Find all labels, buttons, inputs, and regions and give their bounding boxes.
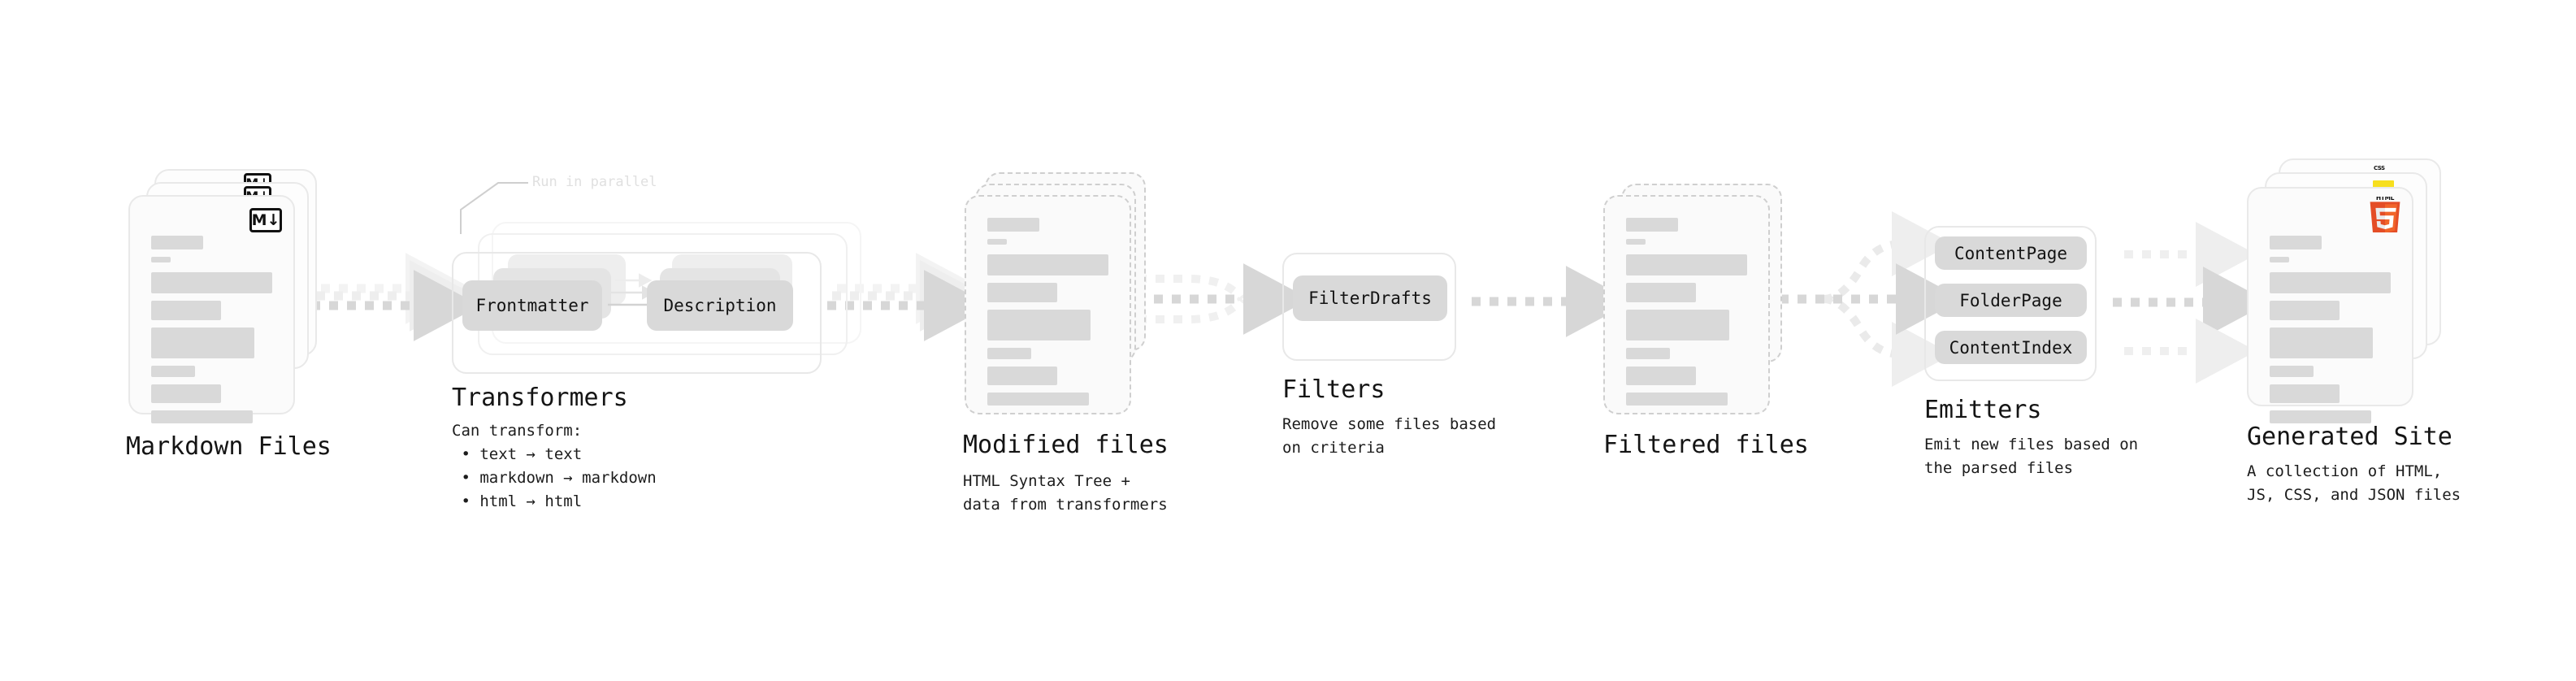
stage-title-emitters: Emitters [1924,396,2042,424]
stage-title-transformers: Transformers [452,384,628,412]
content-bar [987,367,1058,385]
svg-text:HTML: HTML [2376,197,2395,202]
filtered-card-content [1626,218,1747,413]
content-bar [151,236,203,249]
content-bar [987,239,1007,245]
content-bar [2270,327,2373,358]
content-bar [151,301,222,320]
filtered-card-front [1603,195,1770,414]
content-bar [151,384,222,403]
transformers-group-front [452,252,822,374]
modified-card-front [965,195,1131,414]
stage-title-generated-site: Generated Site [2247,423,2452,451]
stage-title-modified-files: Modified files [963,431,1169,459]
content-bar [1626,393,1728,406]
content-bar [2270,257,2289,262]
content-bar [1626,254,1747,275]
emitter-node-contentpage[interactable]: ContentPage [1935,236,2087,270]
stage-title-filtered-files: Filtered files [1603,431,1809,459]
content-bar [151,272,272,293]
stage-subtitle-filters: Remove some files based on criteria [1282,415,1497,457]
content-bar [1626,367,1697,385]
stage-subtitle-modified-files: HTML Syntax Tree + data from transformer… [963,472,1168,514]
transformer-node-description[interactable]: Description [647,280,793,331]
run-in-parallel-label: Run in parallel [532,174,657,190]
site-card-content [2270,236,2391,431]
modified-card-content [987,218,1108,413]
emitters-group-box [1924,226,2097,381]
content-bar [151,410,254,423]
emitter-node-label: ContentPage [1954,243,2068,263]
markdown-card-front: M↓ [128,195,295,423]
site-card-front-html: HTML [2247,187,2413,423]
content-bar [2270,384,2340,403]
stage-subtitle-generated-site: A collection of HTML, JS, CSS, and JSON … [2247,462,2461,504]
css-logo-text: CSS [2374,165,2385,171]
arrow-modified-to-filters [1136,263,1311,335]
content-bar [1626,283,1697,302]
content-bar [987,348,1031,359]
content-bar [151,327,254,358]
content-bar [987,283,1058,302]
content-bar [987,393,1090,406]
stage-title-markdown-files: Markdown Files [126,432,332,461]
content-bar [1626,218,1678,232]
emitter-node-folderpage[interactable]: FolderPage [1935,284,2087,317]
content-bar [987,218,1039,232]
emitter-node-label: FolderPage [1959,290,2062,310]
transformer-node-frontmatter[interactable]: Frontmatter [462,280,602,331]
content-bar [151,257,171,262]
arrow-emitters-to-site [2113,222,2270,384]
content-bar [1626,310,1729,340]
stage-title-filters: Filters [1282,375,1386,404]
arrow-filtered-to-emitters [1780,211,1963,387]
stage-subtitle-transformers: Can transform: • text → text • markdown … [452,422,657,510]
markdown-card-content [151,236,272,431]
filter-node-filterdrafts[interactable]: FilterDrafts [1293,275,1447,321]
content-bar [987,310,1091,340]
transformer-node-label: Frontmatter [475,296,589,315]
filter-node-label: FilterDrafts [1308,288,1432,308]
content-bar [2270,410,2372,423]
markdown-icon: M↓ [249,208,282,232]
filters-group-box [1282,253,1456,361]
emitter-node-contentindex[interactable]: ContentIndex [1935,331,2087,364]
content-bar [2270,366,2314,377]
content-bar [1626,239,1646,245]
content-bar [151,366,195,377]
content-bar [2270,272,2391,293]
arrow-markdown-to-transformers [311,253,481,341]
emitter-node-label: ContentIndex [1949,337,2073,358]
content-bar [987,254,1108,275]
html5-icon: HTML [2370,197,2400,232]
content-bar [2270,301,2340,320]
stage-subtitle-emitters: Emit new files based on the parsed files [1924,436,2139,477]
transformer-node-label: Description [663,296,777,315]
content-bar [2270,236,2322,249]
content-bar [1626,348,1670,359]
